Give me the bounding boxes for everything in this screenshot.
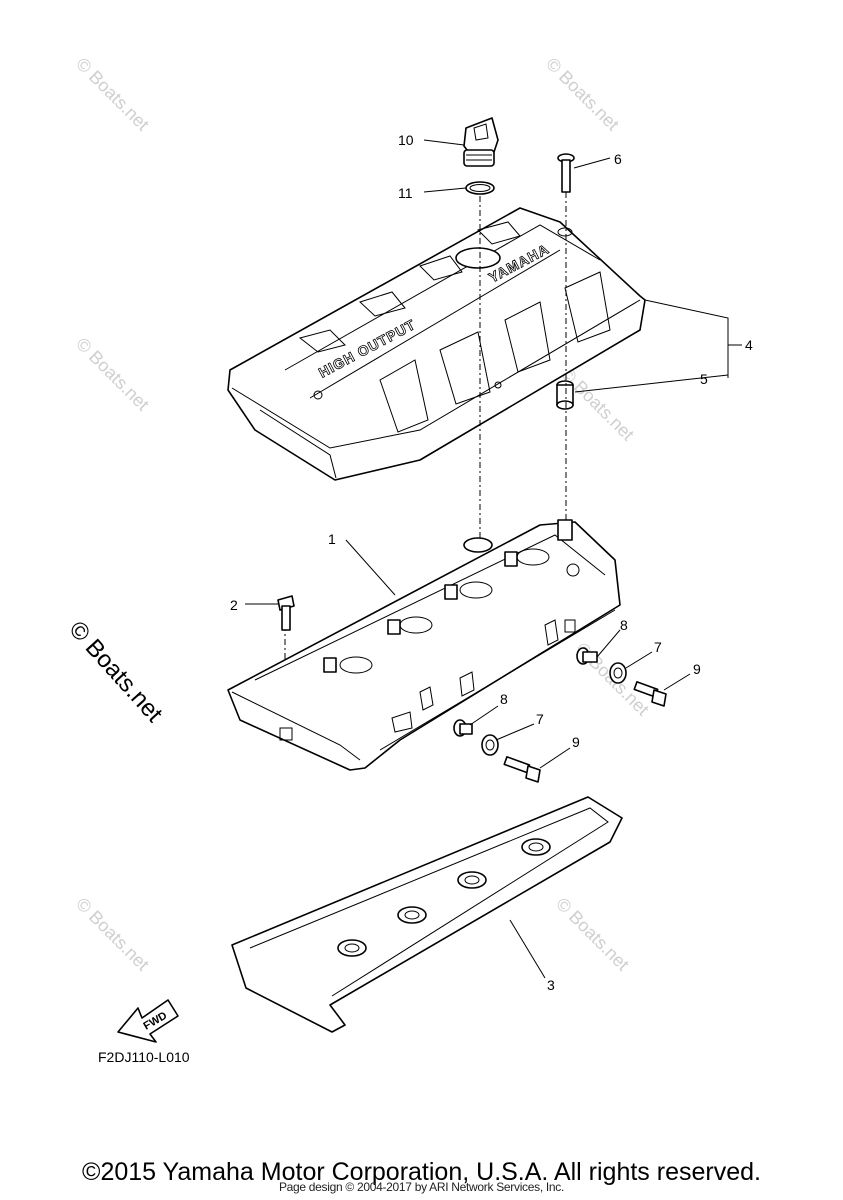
callout-3: 3	[547, 977, 555, 993]
callout-9: 9	[693, 661, 701, 677]
collar	[453, 719, 473, 737]
forward-arrow-icon: FWD	[117, 999, 179, 1043]
watermark: © Boats.net	[542, 54, 623, 135]
callout-2: 2	[230, 597, 238, 613]
bolt	[277, 595, 295, 631]
watermark: © Boats.net	[72, 894, 153, 975]
figure-code: F2DJ110-L010	[98, 1049, 190, 1065]
callouts: 1 2 3 4 5 6 7 8 9 8 7 9 10 11	[230, 132, 753, 993]
callout-1: 1	[328, 531, 336, 547]
callout-10: 10	[398, 132, 414, 148]
callout-6: 6	[614, 151, 622, 167]
bolt	[633, 681, 667, 707]
callout-7: 7	[654, 639, 662, 655]
callout-7: 7	[536, 711, 544, 727]
watermark: © Boats.net	[72, 54, 153, 135]
bolt	[503, 756, 541, 783]
callout-5: 5	[700, 371, 708, 387]
watermark: © Boats.net	[72, 334, 153, 415]
gasket	[231, 796, 623, 1033]
callout-8: 8	[500, 691, 508, 707]
damper	[481, 734, 499, 756]
cylinder-head-cover	[227, 519, 621, 771]
callout-8: 8	[620, 617, 628, 633]
engine-cover: HIGH OUTPUT YAMAHA	[227, 207, 646, 481]
screw	[557, 153, 575, 193]
leader-lines	[245, 139, 742, 979]
copyright-notice: ©2015 Yamaha Motor Corporation, U.S.A. A…	[82, 1158, 761, 1186]
callout-11: 11	[398, 185, 413, 201]
callout-9: 9	[572, 734, 580, 750]
damper	[609, 662, 627, 684]
grommet	[556, 380, 574, 410]
watermark: © Boats.net	[552, 894, 633, 975]
oil-filler-cap	[463, 117, 499, 167]
watermark-large: © Boats.net	[64, 616, 168, 728]
page-design-credit: Page design © 2004-2017 by ARI Network S…	[278, 1180, 565, 1194]
callout-4: 4	[745, 337, 753, 353]
